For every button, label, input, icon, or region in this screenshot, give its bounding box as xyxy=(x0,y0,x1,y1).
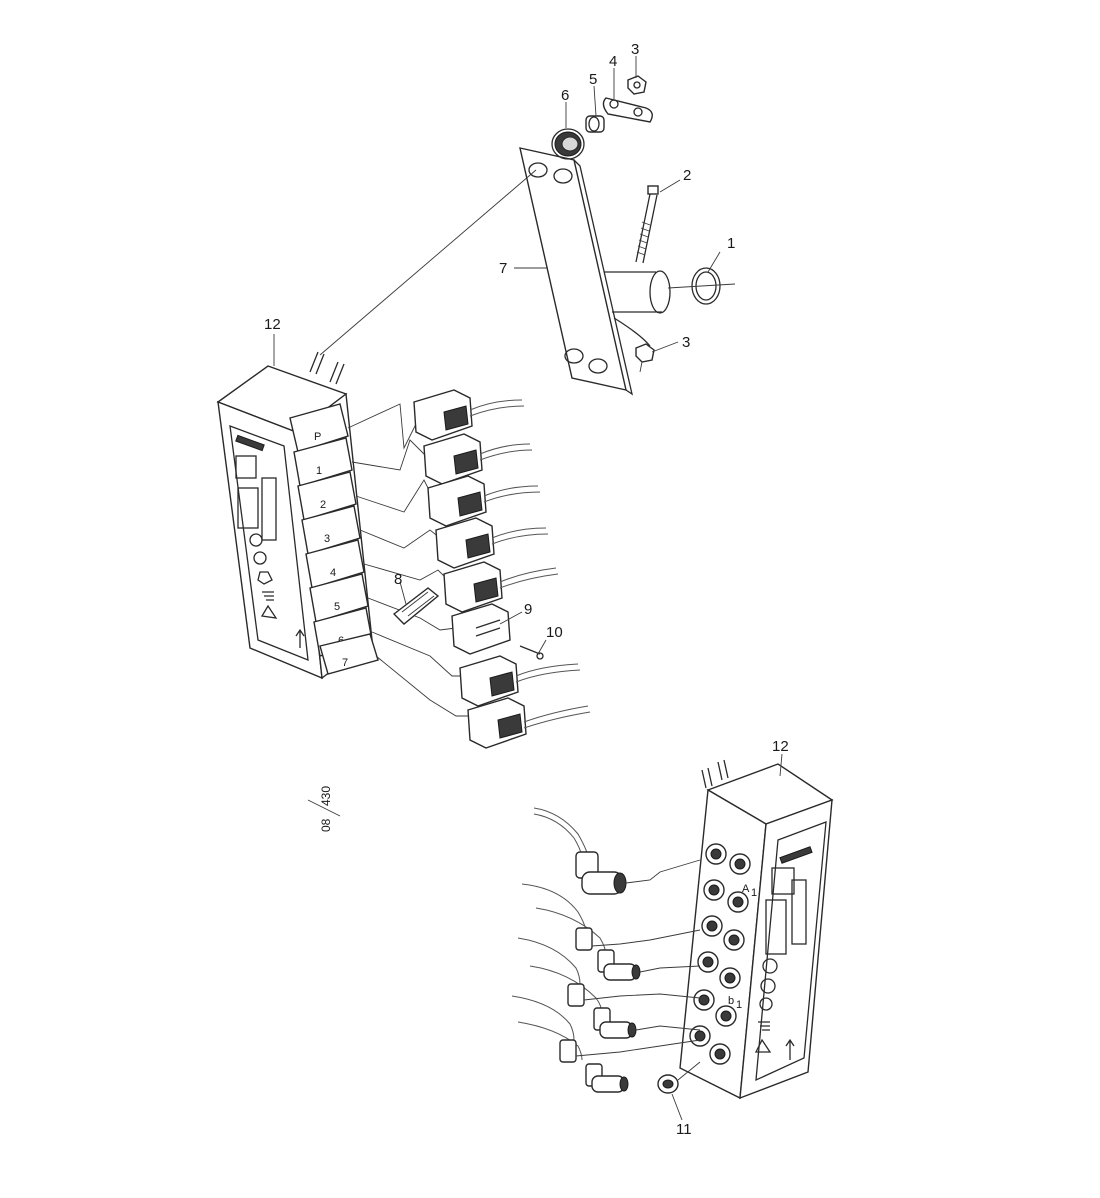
connector-plug xyxy=(423,433,533,485)
module-left: P 1 2 3 4 5 6 xyxy=(216,351,379,680)
port-label: 7 xyxy=(342,657,348,669)
callout-labels: 1 2 3 3 4 5 6 7 8 9 10 11 12 12 xyxy=(264,41,789,1138)
network-icon xyxy=(758,1021,770,1031)
callout-7: 7 xyxy=(499,260,507,277)
port-5: 5 xyxy=(309,573,369,623)
callout-4: 4 xyxy=(609,53,617,70)
callout-12-left: 12 xyxy=(264,316,281,333)
group-label-b-sub: 1 xyxy=(736,999,742,1011)
port-1: 1 xyxy=(293,437,353,487)
elbow-connectors xyxy=(511,807,701,1094)
hexagon-icon xyxy=(759,997,773,1011)
callout-12-right: 12 xyxy=(772,738,789,755)
drawing-reference: 08 430 xyxy=(307,786,341,832)
elbow-connector xyxy=(511,995,701,1093)
plate-tube xyxy=(604,270,671,347)
callout-6: 6 xyxy=(561,87,569,104)
elbow-connector-large xyxy=(533,807,701,895)
port-label: 1 xyxy=(316,465,322,477)
drawing-ref-number: 08 xyxy=(319,818,333,832)
callout-1: 1 xyxy=(727,235,735,252)
link-plate xyxy=(602,97,653,123)
connector-cover xyxy=(451,603,511,655)
callout-9: 9 xyxy=(524,601,532,618)
network-icon xyxy=(262,591,274,601)
connector-plug xyxy=(443,561,559,613)
bolt xyxy=(635,185,659,264)
port-label: 2 xyxy=(320,499,326,511)
callout-5: 5 xyxy=(589,71,597,88)
arrow-up-icon xyxy=(295,628,305,648)
group-label-a: A xyxy=(742,883,750,895)
elbow-connector xyxy=(517,937,701,1039)
blanking-cap xyxy=(657,1061,701,1094)
led-grid-icon xyxy=(765,899,787,955)
led-grid-icon xyxy=(771,867,795,895)
connector-plug xyxy=(435,517,549,569)
fault-light-icon xyxy=(760,978,776,994)
callout-11: 11 xyxy=(676,1121,692,1138)
module-right-ports xyxy=(689,843,751,1065)
nut-upper xyxy=(627,75,647,95)
assembly-line-plate xyxy=(319,169,537,356)
jumper-bridge xyxy=(392,587,440,625)
port-4: 4 xyxy=(305,539,365,589)
group-label-b: b xyxy=(728,995,734,1007)
arrow-up-icon xyxy=(785,1038,795,1060)
module-right: A 1 b 1 xyxy=(679,759,834,1100)
warning-icon xyxy=(754,1038,772,1053)
port-label: P xyxy=(314,431,321,443)
warning-icon xyxy=(260,604,278,619)
port-label: 4 xyxy=(330,567,336,579)
connector-plug xyxy=(467,697,591,749)
group-label-a-sub: 1 xyxy=(751,887,757,899)
retaining-ring xyxy=(667,267,736,305)
hexagon-icon xyxy=(257,571,273,585)
connector-plug xyxy=(413,389,525,441)
callout-8: 8 xyxy=(394,571,402,588)
mounting-plate xyxy=(519,147,633,396)
status-light-icon xyxy=(249,533,263,547)
callout-10: 10 xyxy=(546,624,563,641)
elbow-connector xyxy=(521,883,701,981)
nut-lower xyxy=(635,343,655,373)
port-p: P xyxy=(289,403,349,453)
port-7: 7 xyxy=(319,633,379,675)
callout-2: 2 xyxy=(683,167,691,184)
callout-3-top: 3 xyxy=(631,41,639,58)
brand-logo xyxy=(779,846,813,864)
led-grid-icon xyxy=(235,455,277,541)
module-left-ports: P 1 2 3 4 5 6 xyxy=(289,403,379,675)
port-label: 3 xyxy=(324,533,330,545)
port-2: 2 xyxy=(297,471,357,521)
callout-3-bottom: 3 xyxy=(682,334,690,351)
drawing-ref-denominator: 430 xyxy=(319,786,333,806)
spring xyxy=(551,128,585,160)
status-light-icon xyxy=(762,958,778,974)
fault-light-icon xyxy=(253,551,267,565)
port-3: 3 xyxy=(301,505,361,555)
spacer xyxy=(585,115,605,133)
connector-plug xyxy=(427,475,541,527)
screw xyxy=(519,645,544,660)
port-label: 5 xyxy=(334,601,340,613)
connector-plugs xyxy=(413,389,591,749)
connector-plug xyxy=(459,655,581,707)
led-bar-icon xyxy=(791,879,807,945)
